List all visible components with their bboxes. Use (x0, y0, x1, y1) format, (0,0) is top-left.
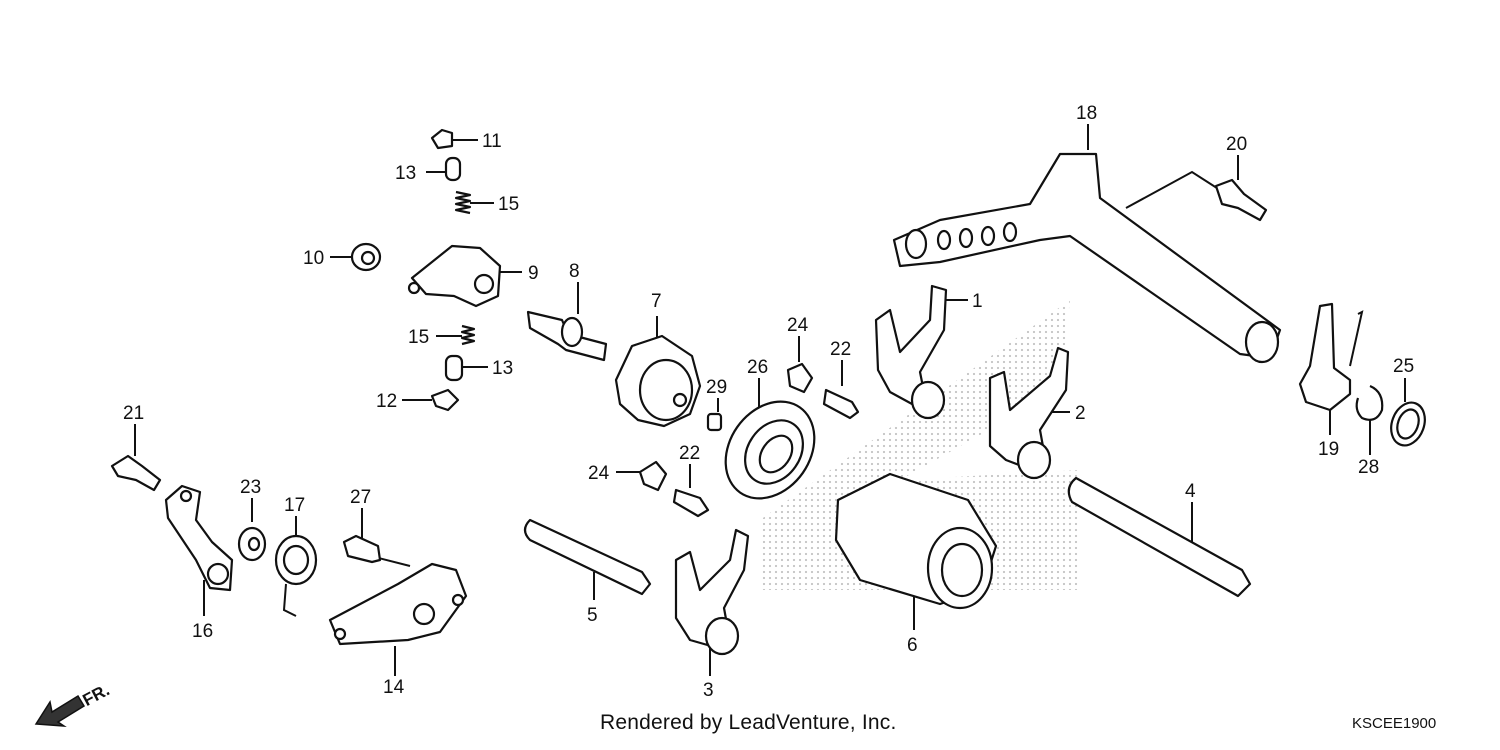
callout-20: 20 (1226, 134, 1247, 155)
part-6-shift-drum (834, 472, 998, 610)
callout-25: 25 (1393, 356, 1414, 377)
callout-3: 3 (703, 680, 714, 701)
part-24-plate-upper (786, 362, 814, 394)
part-13-pin-upper (444, 156, 462, 182)
callout-15-lower: 15 (408, 327, 429, 348)
callout-10: 10 (303, 248, 324, 269)
callout-24-lower: 24 (588, 463, 610, 484)
callout-11: 11 (482, 131, 502, 152)
part-25-washer (1390, 401, 1426, 447)
callout-21: 21 (123, 403, 144, 424)
part-13-pin-lower (444, 354, 464, 382)
part-10-collar (350, 242, 382, 272)
part-9-stopper-arm (407, 244, 502, 308)
part-drawings (34, 128, 1426, 727)
part-12-cap (430, 388, 460, 412)
callout-16: 16 (192, 621, 213, 642)
callout-24-upper: 24 (787, 315, 809, 336)
callout-13-upper: 13 (395, 163, 416, 184)
callout-29: 29 (706, 377, 727, 398)
callout-28: 28 (1358, 457, 1379, 478)
part-15-spring-lower (460, 324, 476, 346)
part-1-shift-fork (874, 284, 948, 420)
part-22-bolt-lower (672, 488, 710, 518)
callout-2: 2 (1075, 403, 1086, 424)
part-21-bolt (110, 454, 162, 492)
part-24-plate-lower (638, 460, 668, 492)
callout-26: 26 (747, 357, 768, 378)
callout-23: 23 (240, 477, 261, 498)
callout-numbers: 11 13 15 10 9 8 15 13 12 7 1 2 18 20 19 … (80, 103, 1415, 710)
callout-14: 14 (383, 677, 405, 698)
credit-text: Rendered by LeadVenture, Inc. (600, 711, 897, 734)
front-arrow (34, 694, 86, 727)
callout-13-lower: 13 (492, 358, 513, 379)
part-14-stopper-plate (328, 562, 468, 646)
callout-27: 27 (350, 487, 371, 508)
part-29-pin (706, 412, 723, 432)
part-5-fork-shaft (523, 518, 652, 596)
callout-5: 5 (587, 605, 598, 626)
callout-22-lower: 22 (679, 443, 700, 464)
diagram-code: KSCEE1900 (1352, 715, 1437, 732)
callout-22-upper: 22 (830, 339, 851, 360)
callout-9: 9 (528, 263, 539, 284)
part-11-cap (430, 128, 454, 150)
part-16-link-arm (164, 484, 234, 592)
callout-17: 17 (284, 495, 305, 516)
part-26-bearing (724, 400, 816, 500)
part-3-shift-fork (674, 528, 750, 656)
callout-19: 19 (1318, 439, 1339, 460)
leader-lines (134, 124, 1406, 676)
part-22-bolt-upper (822, 388, 860, 420)
part-18-shift-spindle (892, 152, 1282, 364)
callout-18: 18 (1076, 103, 1097, 124)
part-28-circlip (1355, 384, 1384, 421)
callout-7: 7 (651, 291, 662, 312)
part-7-drum-center (614, 334, 702, 428)
callout-12: 12 (376, 391, 397, 412)
callout-6: 6 (907, 635, 918, 656)
part-27-bolt (342, 534, 382, 564)
part-2-shift-fork (988, 346, 1070, 480)
part-15-spring-upper (454, 190, 472, 215)
part-17-spring (274, 534, 318, 617)
part-23-washer (237, 526, 267, 562)
callout-8: 8 (569, 261, 580, 282)
callout-4: 4 (1185, 481, 1196, 502)
part-19-return-spring (1298, 302, 1364, 412)
part-8-guide-pin (526, 310, 608, 362)
callout-15-upper: 15 (498, 194, 519, 215)
part-4-fork-shaft (1067, 476, 1252, 598)
callout-1: 1 (972, 291, 983, 312)
part-20-bolt (1214, 178, 1268, 222)
